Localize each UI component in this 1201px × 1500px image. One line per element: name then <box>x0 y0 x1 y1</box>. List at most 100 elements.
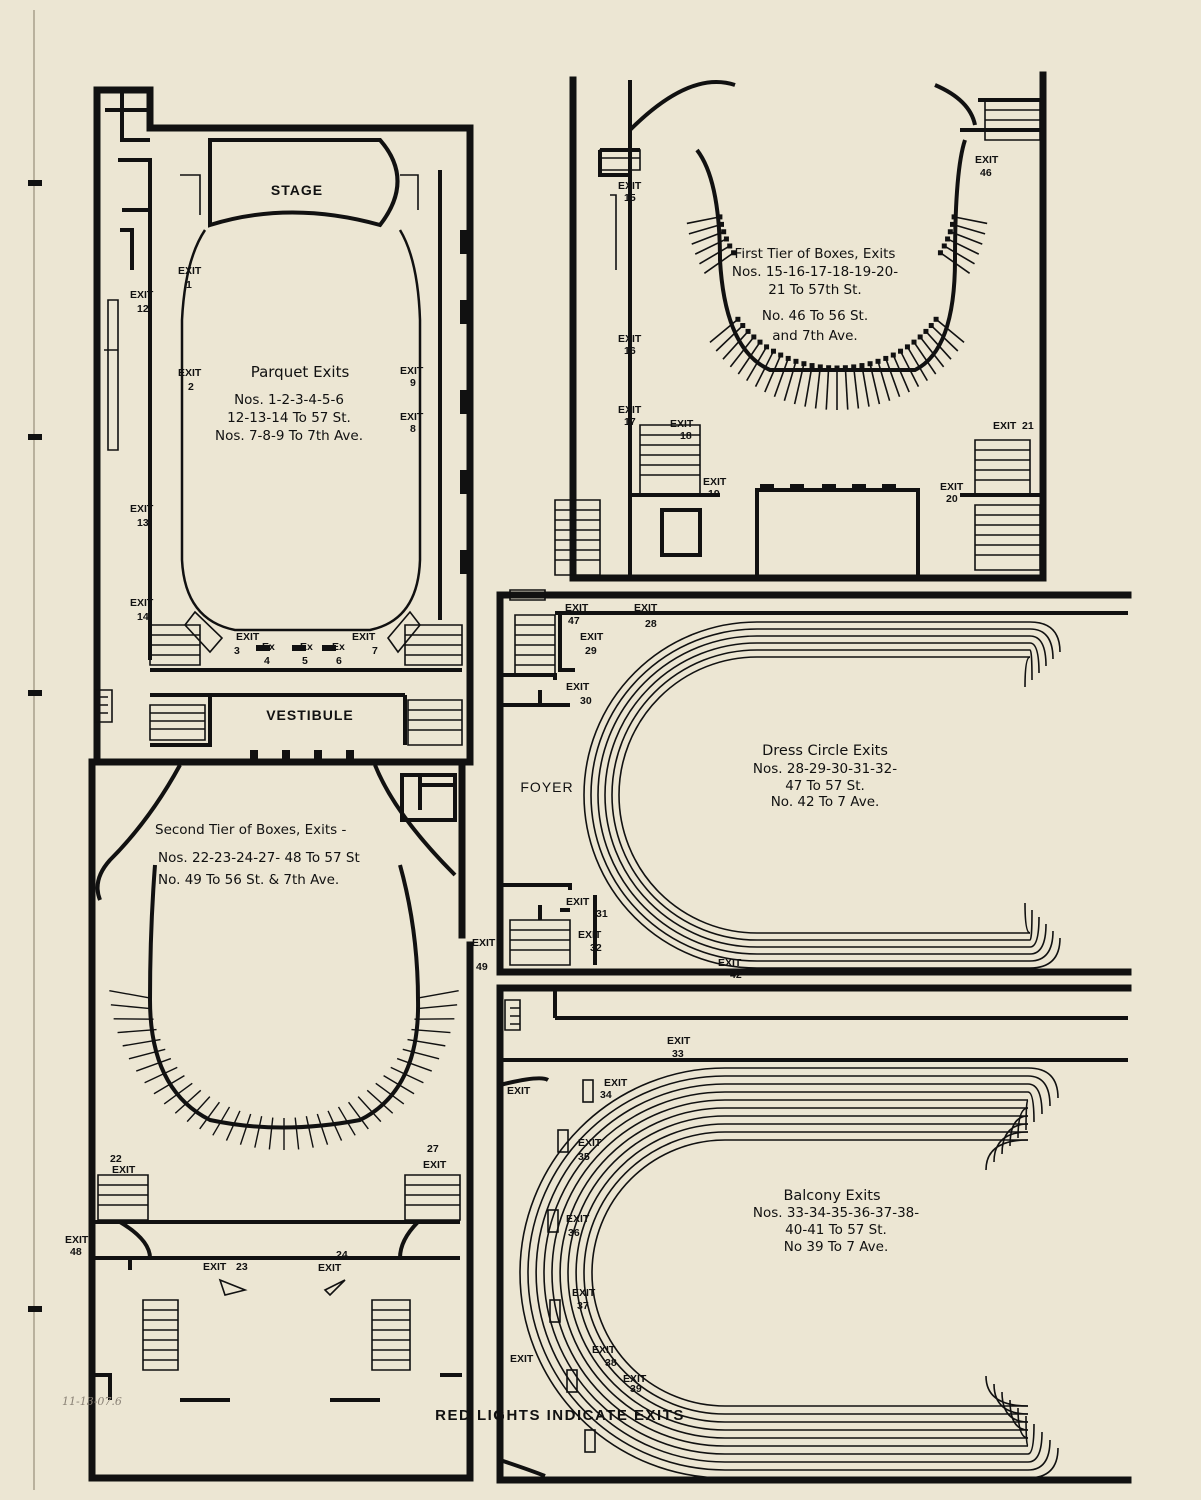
box-partition <box>729 336 755 368</box>
exit-word: EXIT <box>130 597 154 609</box>
exit-number: 19 <box>708 488 720 500</box>
box-lamp <box>723 236 729 242</box>
exit-number: 14 <box>137 611 149 623</box>
stage-label: STAGE <box>271 182 323 198</box>
exit-number: 49 <box>476 961 488 973</box>
parquet-plan <box>93 86 474 766</box>
box-partition <box>892 354 910 393</box>
box-partition <box>947 238 980 255</box>
box-lamp <box>740 323 746 329</box>
box-partition <box>375 1082 405 1105</box>
exit-number: 46 <box>980 167 992 179</box>
exit-number: 2 <box>188 381 194 393</box>
exit-number: 28 <box>645 618 657 630</box>
seating-row-end <box>1029 916 1040 948</box>
exit-number: 4 <box>264 655 270 667</box>
exit-word: EXIT <box>178 367 202 379</box>
seating-row-end <box>1029 642 1040 674</box>
seating-row <box>583 1131 1028 1415</box>
page-title: RED LIGHTS INDICATE EXITS <box>435 1407 685 1424</box>
box-partition <box>225 1110 241 1141</box>
box-lamp <box>793 358 799 364</box>
box-partition <box>953 216 988 225</box>
exit-word: EXIT <box>718 957 742 969</box>
parquet-line1: Nos. 1-2-3-4-5-6 <box>234 392 344 408</box>
seating-row <box>590 628 1030 962</box>
seating-row-end <box>1027 1439 1051 1471</box>
exit-number: 15 <box>624 192 636 204</box>
box-partition <box>950 231 983 245</box>
seating-row-end <box>1029 909 1033 941</box>
parquet-line3: Nos. 7-8-9 To 7th Ave. <box>215 428 363 444</box>
exit-number: 38 <box>605 1357 617 1369</box>
seating-row <box>543 1091 1028 1455</box>
seating-row <box>575 1123 1028 1423</box>
box-partition <box>906 346 928 382</box>
seating-row-end <box>1024 902 1031 934</box>
seating-row-end <box>1029 923 1047 955</box>
seating-row <box>551 1099 1028 1447</box>
dress-circle-heading: Dress Circle Exits <box>762 743 888 759</box>
box-lamp <box>809 363 815 369</box>
box-partition <box>383 1075 415 1095</box>
box-lamp <box>875 358 881 364</box>
box-lamp <box>778 352 784 358</box>
exit-word: EXIT <box>566 681 590 693</box>
seating-row-end <box>985 1139 1029 1171</box>
second-tier-heading: Second Tier of Boxes, Exits - <box>155 822 346 838</box>
exit-word: EXIT <box>670 418 694 430</box>
box-lamp <box>949 221 955 227</box>
exit-number: 33 <box>672 1048 684 1060</box>
box-lamp <box>727 243 733 249</box>
seating-row-end <box>1029 635 1047 667</box>
seating-row <box>519 1067 1028 1479</box>
box-partition <box>212 1106 231 1136</box>
box-partition <box>694 238 727 255</box>
balcony-exits-note: Balcony Exits Nos. 33-34-35-36-37-38- 40… <box>753 1188 919 1255</box>
exit-number: 9 <box>410 377 416 389</box>
exit-word: EXIT <box>618 180 642 192</box>
box-partition <box>783 361 797 401</box>
exit-word: EXIT <box>236 631 260 643</box>
exit-word: EXIT <box>178 265 202 277</box>
box-partition <box>715 324 744 352</box>
seating-row-end <box>1029 937 1061 969</box>
box-partition <box>357 1096 382 1123</box>
box-partition <box>416 1004 458 1010</box>
first-tier-line4: and 7th Ave. <box>772 328 857 344</box>
box-partition <box>722 330 749 360</box>
exit-word: EXIT <box>623 1373 647 1385</box>
dress-circle-line1: Nos. 28-29-30-31-32- <box>753 761 897 777</box>
box-partition <box>691 231 724 245</box>
box-lamp <box>941 243 947 249</box>
second-tier-exits-note: Second Tier of Boxes, Exits - Nos. 22-23… <box>155 822 360 888</box>
seating-row-end <box>993 1131 1029 1163</box>
exit-number: 20 <box>946 493 958 505</box>
first-tier-plan <box>554 71 1047 582</box>
box-partition <box>919 336 945 368</box>
box-partition <box>703 252 735 274</box>
exit-word: EXIT <box>352 631 376 643</box>
vestibule-label: VESTIBULE <box>266 707 354 723</box>
box-partition <box>153 1075 185 1095</box>
seating-row-end <box>1024 656 1031 688</box>
box-lamp <box>859 363 865 369</box>
balcony-line3: No 39 To 7 Ave. <box>784 1239 889 1255</box>
exit-word: EXIT <box>400 365 424 377</box>
box-partition <box>943 245 975 265</box>
exit-number: 6 <box>336 655 342 667</box>
box-partition <box>366 1089 394 1114</box>
exit-word: EXIT <box>667 1035 691 1047</box>
dress-circle-plan <box>496 589 1132 976</box>
seating-row <box>611 649 1030 941</box>
exit-number: 24 <box>336 1249 348 1261</box>
exit-word: EXIT <box>572 1287 596 1299</box>
first-tier-exits-note: First Tier of Boxes, Exits Nos. 15-16-17… <box>732 246 898 344</box>
exit-number: 39 <box>630 1383 642 1395</box>
parquet-exit-labels: EXIT 1 EXIT 2 EXIT 12 EXIT 9 EXIT 8 EXIT… <box>130 265 424 667</box>
box-lamp <box>721 229 727 235</box>
exit-word: EXIT <box>112 1164 136 1176</box>
exit-number: 17 <box>624 416 636 428</box>
exit-word: EXIT <box>975 154 999 166</box>
